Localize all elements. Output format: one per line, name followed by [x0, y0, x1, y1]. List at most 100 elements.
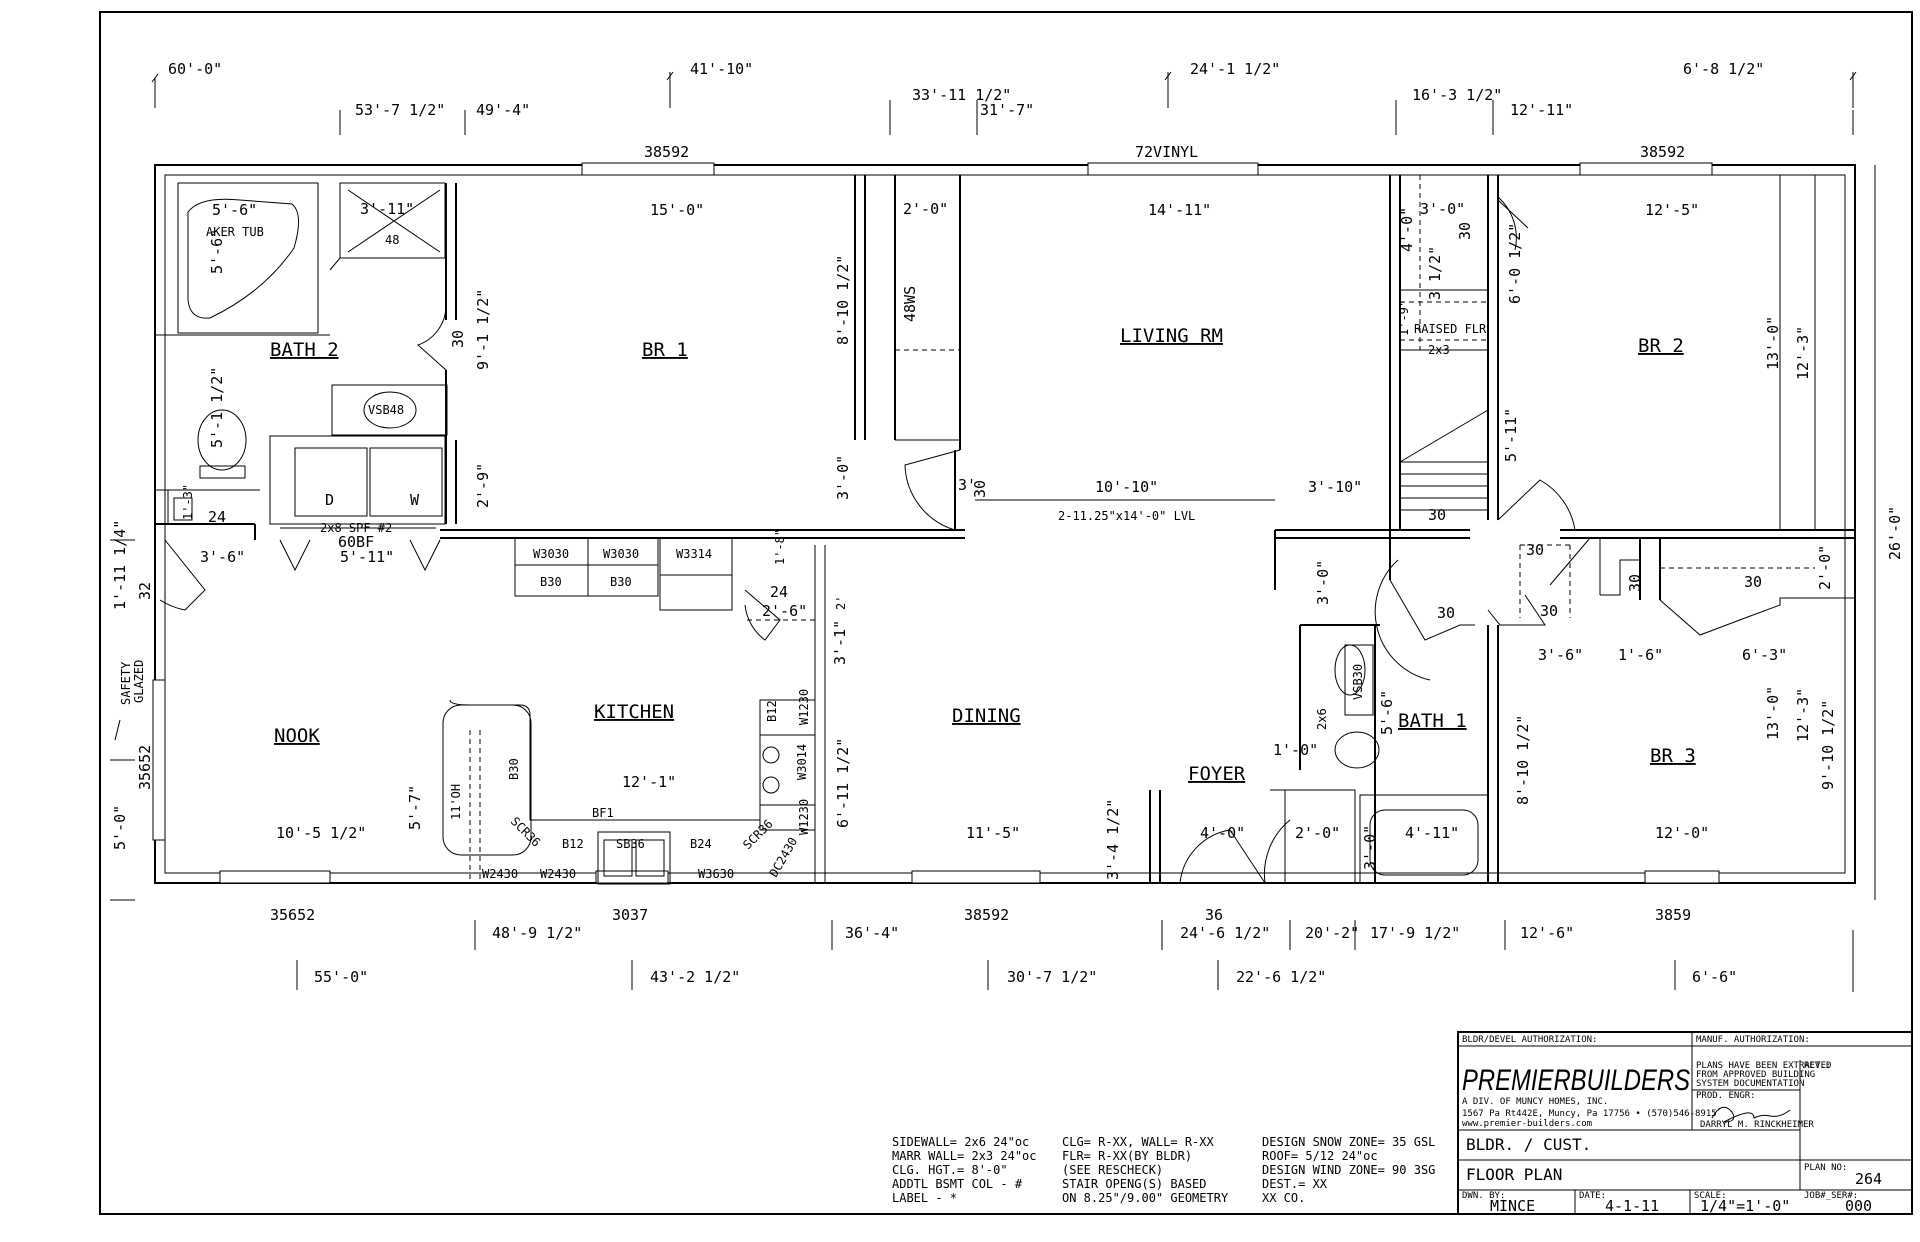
stair-f: 5'-11" — [1502, 408, 1520, 462]
note-col2-1: FLR= R-XX(BY BLDR) — [1062, 1149, 1192, 1163]
dining-height: 3'-4 1/2" — [1104, 799, 1122, 880]
bath1-810: 8'-10 1/2" — [1514, 715, 1532, 805]
top-window-left — [581, 162, 715, 176]
tb-plan-no: 264 — [1855, 1170, 1882, 1188]
hall-20: 2'-0" — [1816, 545, 1834, 590]
k-w3014: W3014 — [795, 744, 809, 780]
tb-sheet-title: FLOOR PLAN — [1466, 1165, 1562, 1184]
br1-height: 8'-10 1/2" — [834, 255, 852, 345]
bottom-window-4: 36 — [1205, 906, 1223, 924]
hall-30: 3'-0" — [1314, 560, 1332, 605]
top-dimension-ticks — [151, 71, 1857, 135]
tb-manuf-auth: MANUF. AUTHORIZATION: — [1696, 1035, 1810, 1045]
stair-a: 4'-0" — [1398, 207, 1416, 252]
shower-width: 3'-11" — [360, 200, 414, 218]
bath2-vanity: VSB48 — [368, 403, 404, 417]
top-dim-49: 49'-4" — [476, 101, 530, 119]
tb-job: 000 — [1845, 1197, 1872, 1215]
br1-walls — [854, 175, 961, 531]
tb-date: 4-1-11 — [1605, 1197, 1659, 1215]
top-dim-24: 24'-1 1/2" — [1190, 60, 1280, 78]
br3-width: 12'-0" — [1655, 824, 1709, 842]
stair-width: 3'-0" — [1420, 200, 1465, 218]
k-26: 2'-6" — [762, 602, 807, 620]
living-width: 14'-11" — [1148, 201, 1211, 219]
bath1-vanity: VSB30 — [1351, 664, 1365, 700]
k-b30: B30 — [507, 758, 521, 780]
k-b12: B12 — [562, 837, 584, 851]
bottom-dim-36: 36'-4" — [845, 924, 899, 942]
bottom-dim-30: 30'-7 1/2" — [1007, 968, 1097, 986]
bottom-window-dining — [911, 870, 1041, 884]
room-nook: NOOK — [274, 725, 320, 747]
right-overall-dim: 26'-0" — [1886, 506, 1904, 560]
note-col3-4: XX CO. — [1262, 1191, 1305, 1205]
k-w2430b: W2430 — [540, 867, 576, 881]
bottom-window-2: 3037 — [612, 906, 648, 924]
note-col2-0: CLG= R-XX, WALL= R-XX — [1062, 1135, 1214, 1149]
top-window-vinyl: 72VINYL — [1135, 143, 1198, 161]
laundry-washer: W — [410, 491, 420, 509]
left-dim-3: 5'-0" — [111, 805, 129, 850]
tb-engr-name: DARRYL M. RINCKHEIMER — [1700, 1120, 1814, 1130]
bath2-door-30: 30 — [449, 330, 467, 348]
left-window-nook — [152, 679, 166, 841]
bath1-tub: 4'-11" — [1405, 824, 1459, 842]
bath1-height: 5'-6" — [1378, 690, 1396, 735]
cab-b30b: B30 — [610, 575, 632, 589]
closet-width: 2'-0" — [903, 200, 948, 218]
top-dim-16: 16'-3 1/2" — [1412, 86, 1502, 104]
room-dining: DINING — [952, 705, 1021, 727]
top-dim-12: 12'-11" — [1510, 101, 1573, 119]
laundry-13: 1'-3" — [181, 484, 195, 520]
bath1-30: 3'-0" — [1361, 825, 1379, 870]
top-dim-33: 33'-11 1/2" — [912, 86, 1011, 104]
tb-rev: REV.: — [1804, 1061, 1831, 1071]
nook-width: 10'-5 1/2" — [276, 824, 366, 842]
br2-height2: 12'-3" — [1794, 326, 1812, 380]
tb-extract-2: SYSTEM DOCUMENTATION — [1696, 1079, 1804, 1089]
sheet-border — [99, 11, 1913, 1215]
hall-30d: 30 — [1540, 602, 1558, 620]
br3-height2: 12'-3" — [1794, 688, 1812, 742]
sliding-door-top — [1087, 162, 1259, 176]
bottom-dimension-ticks — [296, 920, 1854, 992]
room-bath1: BATH 1 — [1398, 710, 1467, 732]
bath2-toilet-dim: 5'-1 1/2" — [208, 367, 226, 448]
stair-b: 30 — [1456, 222, 1474, 240]
bottom-dim-48: 48'-9 1/2" — [492, 924, 582, 942]
stair-walls — [1389, 175, 1529, 580]
tb-job-label: JOB#_SER#: — [1804, 1191, 1858, 1201]
tb-dwn-label: DWN. BY: — [1462, 1191, 1505, 1201]
bottom-dim-24: 24'-6 1/2" — [1180, 924, 1270, 942]
br1-height2: 3'-0" — [834, 455, 852, 500]
tb-scale-label: SCALE: — [1694, 1191, 1727, 1201]
bottom-dim-6: 6'-6" — [1692, 968, 1737, 986]
stair-c: 3 1/2" — [1426, 246, 1444, 300]
note-col1-2: CLG. HGT.= 8'-0" — [892, 1163, 1008, 1177]
tb-date-label: DATE: — [1579, 1191, 1606, 1201]
bath1-walls — [1270, 537, 1855, 884]
bath1-10: 1'-0" — [1273, 741, 1318, 759]
tub-width: 5'-6" — [212, 201, 257, 219]
top-dim-31: 31'-7" — [980, 101, 1034, 119]
bath2-height2: 2'-9" — [474, 463, 492, 508]
header-spf: 2x8 SPF #2 — [320, 521, 392, 535]
foyer-walls — [1149, 790, 1291, 884]
br2-width: 12'-5" — [1645, 201, 1699, 219]
engineer-signature — [1711, 1106, 1791, 1123]
tb-website: www.premier-builders.com — [1462, 1119, 1592, 1129]
left-dim-2: 32 — [136, 582, 154, 600]
tb-scale: 1/4"=1'-0" — [1700, 1197, 1790, 1215]
k-sb36: SB36 — [616, 837, 645, 851]
dining-width: 11'-5" — [966, 824, 1020, 842]
k-bf1: BF1 — [592, 806, 614, 820]
k-611: 6'-11 1/2" — [834, 738, 852, 828]
laundry-24: 24 — [208, 508, 226, 526]
note-col1-3: ADDTL BSMT COL - # — [892, 1177, 1023, 1191]
raised-floor: RAISED FLR — [1414, 322, 1487, 336]
tb-extract-1: FROM APPROVED BUILDING — [1696, 1070, 1815, 1080]
cab-b30a: B30 — [540, 575, 562, 589]
tb-plan-label: PLAN NO: — [1804, 1163, 1847, 1173]
company-logo: PREMIERBUILDERS — [1462, 1064, 1690, 1097]
